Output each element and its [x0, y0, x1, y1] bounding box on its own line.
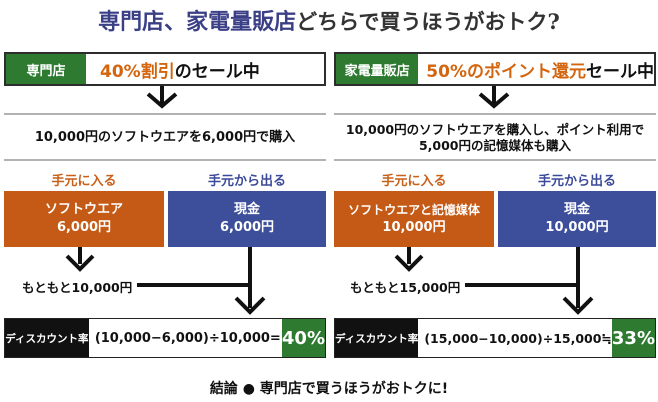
arrow-left-out	[234, 296, 266, 315]
right-headline-rest: セール中	[586, 61, 654, 82]
right-in-box: ソフトウエアと記憶媒体 10,000円	[334, 191, 494, 247]
left-out-box-amount: 6,000円	[219, 220, 275, 235]
left-headline: 40%割引のセール中	[86, 57, 260, 82]
left-discount-formula: (10,000−6,000)÷10,000=	[88, 319, 282, 357]
left-discount-label: ディスカウント率	[5, 319, 89, 357]
right-description-line-1: 10,000円のソフトウエアを購入し、ポイント利用で	[345, 122, 645, 137]
left-discount-percent: 40%	[281, 319, 325, 357]
right-original-price: もともと15,000円	[350, 280, 461, 295]
left-in-box-item: ソフトウエア	[44, 202, 123, 217]
page-title: 専門店、家電量販店どちらで買うほうがおトク?	[0, 4, 658, 36]
right-headline: 50%のポイント還元セール中	[418, 57, 654, 82]
left-header: 専門店 40%割引のセール中	[4, 52, 326, 86]
right-out-box-item: 現金	[563, 202, 590, 217]
left-in-box-amount: 6,000円	[56, 220, 112, 235]
conclusion-prefix: 結論	[209, 381, 238, 397]
right-discount-label: ディスカウント率	[335, 319, 419, 357]
right-description: 10,000円のソフトウエアを購入し、ポイント利用で 5,000円の記憶媒体も購…	[334, 122, 656, 154]
arrow-left-in	[65, 254, 95, 272]
right-header: 家電量販店 50%のポイント還元セール中	[334, 52, 656, 86]
left-headline-rest: のセール中	[174, 61, 260, 82]
conclusion-text: 専門店で買うほうがおトクに!	[259, 381, 449, 397]
arrow-right-header	[478, 92, 510, 109]
title-part2: どちらで買うほうがおトク?	[296, 9, 560, 34]
store-tag-electronics: 家電量販店	[336, 54, 419, 84]
right-discount-formula: (15,000−10,000)÷15,000≒	[418, 319, 612, 357]
right-discount-row: ディスカウント率 (15,000−10,000)÷15,000≒ 33%	[334, 318, 656, 358]
right-out-box: 現金 10,000円	[498, 191, 656, 247]
left-headline-accent: 40%割引	[100, 61, 175, 82]
left-discount-row: ディスカウント率 (10,000−6,000)÷10,000= 40%	[4, 318, 326, 358]
title-part1: 専門店、家電量販店	[98, 10, 297, 35]
right-out-box-amount: 10,000円	[545, 220, 609, 235]
left-original-price: もともと10,000円	[22, 280, 133, 295]
left-description-line: 10,000円のソフトウエアを6,000円で購入	[34, 130, 296, 145]
arrow-right-out	[562, 296, 594, 315]
arrow-right-in	[394, 254, 424, 272]
right-out-label: 手元から出る	[537, 174, 616, 189]
left-out-box-item: 現金	[233, 202, 260, 217]
conclusion: 結論 ● 専門店で買うほうがおトクに!	[0, 378, 658, 398]
left-out-box: 現金 6,000円	[168, 191, 326, 247]
store-tag-specialty: 専門店	[6, 54, 86, 84]
left-in-box: ソフトウエア 6,000円	[4, 191, 164, 247]
conclusion-bullet-icon: ●	[242, 381, 255, 397]
left-description: 10,000円のソフトウエアを6,000円で購入	[4, 130, 326, 146]
arrow-left-header	[146, 92, 178, 109]
left-out-label: 手元から出る	[207, 174, 286, 189]
right-in-label: 手元に入る	[381, 174, 447, 189]
right-discount-percent: 33%	[611, 319, 655, 357]
right-in-box-item: ソフトウエアと記憶媒体	[348, 203, 480, 217]
right-in-box-amount: 10,000円	[382, 220, 446, 235]
right-headline-accent: 50%のポイント還元	[426, 61, 586, 82]
right-description-line-2: 5,000円の記憶媒体も購入	[418, 138, 572, 153]
left-in-label: 手元に入る	[51, 174, 117, 189]
